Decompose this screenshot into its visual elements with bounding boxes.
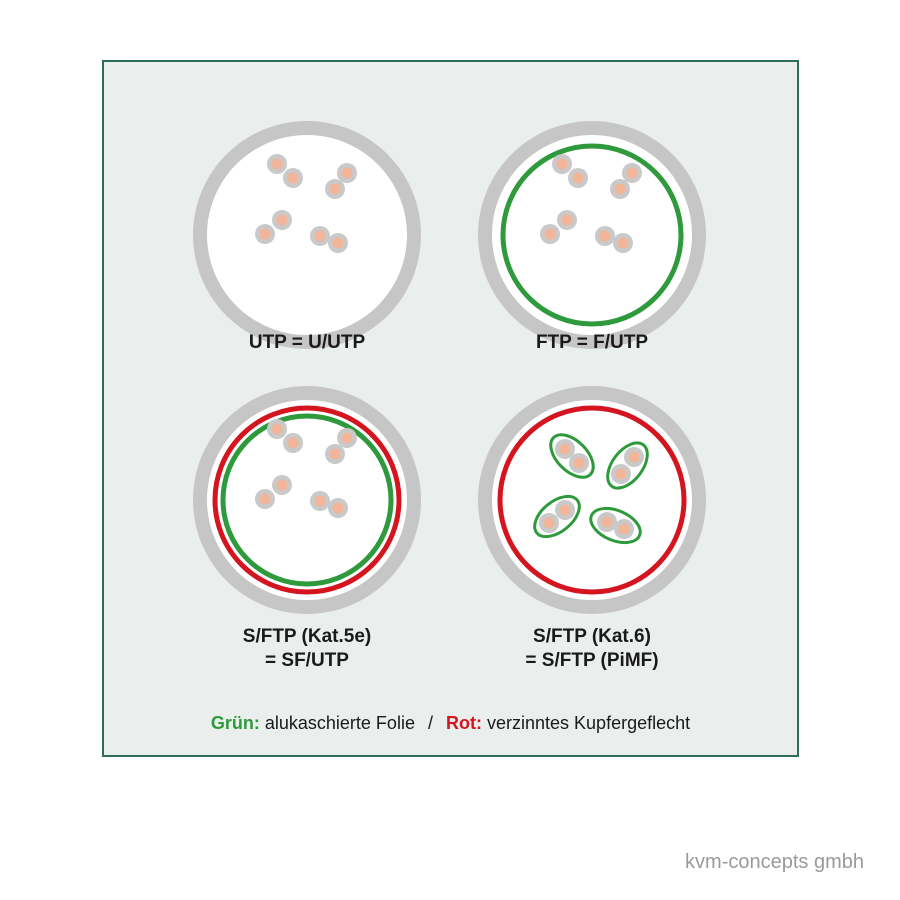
label-line: UTP = U/UTP — [248, 332, 366, 353]
conductor-core — [615, 468, 627, 480]
label-sftp-6: S/FTP (Kat.6) = S/FTP (PiMF) — [462, 625, 722, 673]
conductor-core — [618, 523, 630, 535]
conductor-core — [287, 172, 299, 184]
conductor-core — [559, 504, 571, 516]
pair-foil — [606, 441, 649, 490]
conductor-core — [572, 172, 584, 184]
pair-foil — [549, 433, 595, 479]
conductor-core — [556, 158, 568, 170]
conductor-core — [259, 493, 271, 505]
conductor-core — [314, 495, 326, 507]
diagram-panel: UTP = U/UTP FTP = F/UTP S/FTP (Kat.5e) =… — [102, 60, 799, 757]
braid-shield — [212, 405, 402, 595]
conductor-core — [628, 451, 640, 463]
cable-cross-section — [478, 386, 706, 614]
conductor-core — [287, 437, 299, 449]
conductor-core — [614, 183, 626, 195]
conductor-core — [599, 230, 611, 242]
label-line: S/FTP (Kat.5e) — [242, 626, 372, 647]
cable-sftp-6 — [477, 385, 707, 615]
conductor-core — [601, 516, 613, 528]
cable-interior — [492, 400, 692, 600]
pair-foil — [589, 506, 642, 545]
conductor-core — [573, 457, 585, 469]
label-line: = S/FTP (PiMF) — [525, 650, 659, 671]
conductor-core — [626, 167, 638, 179]
conductor-core — [341, 432, 353, 444]
cable-cross-section — [478, 121, 706, 349]
label-utp: UTP = U/UTP — [177, 331, 437, 355]
cable-utp — [192, 120, 422, 350]
label-ftp: FTP = F/UTP — [462, 331, 722, 355]
cable-interior — [207, 135, 407, 335]
cable-cross-section — [193, 386, 421, 614]
company-watermark: kvm-concepts gmbh — [685, 851, 864, 873]
conductor-core — [332, 502, 344, 514]
braid-shield — [497, 405, 687, 595]
conductor-core — [276, 214, 288, 226]
cable-interior — [492, 135, 692, 335]
label-sftp-5e: S/FTP (Kat.5e) = SF/UTP — [177, 625, 437, 673]
conductor-core — [314, 230, 326, 242]
conductor-core — [332, 237, 344, 249]
conductor-core — [276, 479, 288, 491]
legend-red-text: verzinntes Kupfergeflecht — [487, 713, 691, 733]
conductor-core — [544, 228, 556, 240]
foil-shield — [220, 413, 394, 587]
legend-green-label: Grün: — [210, 713, 260, 733]
legend-red-label: Rot: — [446, 713, 482, 733]
legend-green-text: alukaschierte Folie — [264, 713, 415, 733]
cable-cross-section — [193, 121, 421, 349]
cable-interior — [207, 400, 407, 600]
conductor-core — [559, 443, 571, 455]
foil-shield — [500, 143, 684, 327]
label-line: FTP = F/UTP — [535, 332, 649, 353]
label-line: = SF/UTP — [265, 650, 349, 671]
legend: Grün: alukaschierte Folie / Rot: verzinn… — [104, 713, 797, 734]
conductor-core — [259, 228, 271, 240]
conductor-core — [617, 237, 629, 249]
legend-separator: / — [427, 713, 433, 733]
conductor-core — [329, 448, 341, 460]
pair-foil — [533, 494, 581, 539]
conductor-core — [561, 214, 573, 226]
conductor-core — [329, 183, 341, 195]
conductor-core — [271, 423, 283, 435]
conductor-core — [543, 517, 555, 529]
conductor-core — [271, 158, 283, 170]
label-line: S/FTP (Kat.6) — [533, 626, 651, 647]
cable-sftp-5e — [192, 385, 422, 615]
conductor-core — [341, 167, 353, 179]
cable-ftp — [477, 120, 707, 350]
